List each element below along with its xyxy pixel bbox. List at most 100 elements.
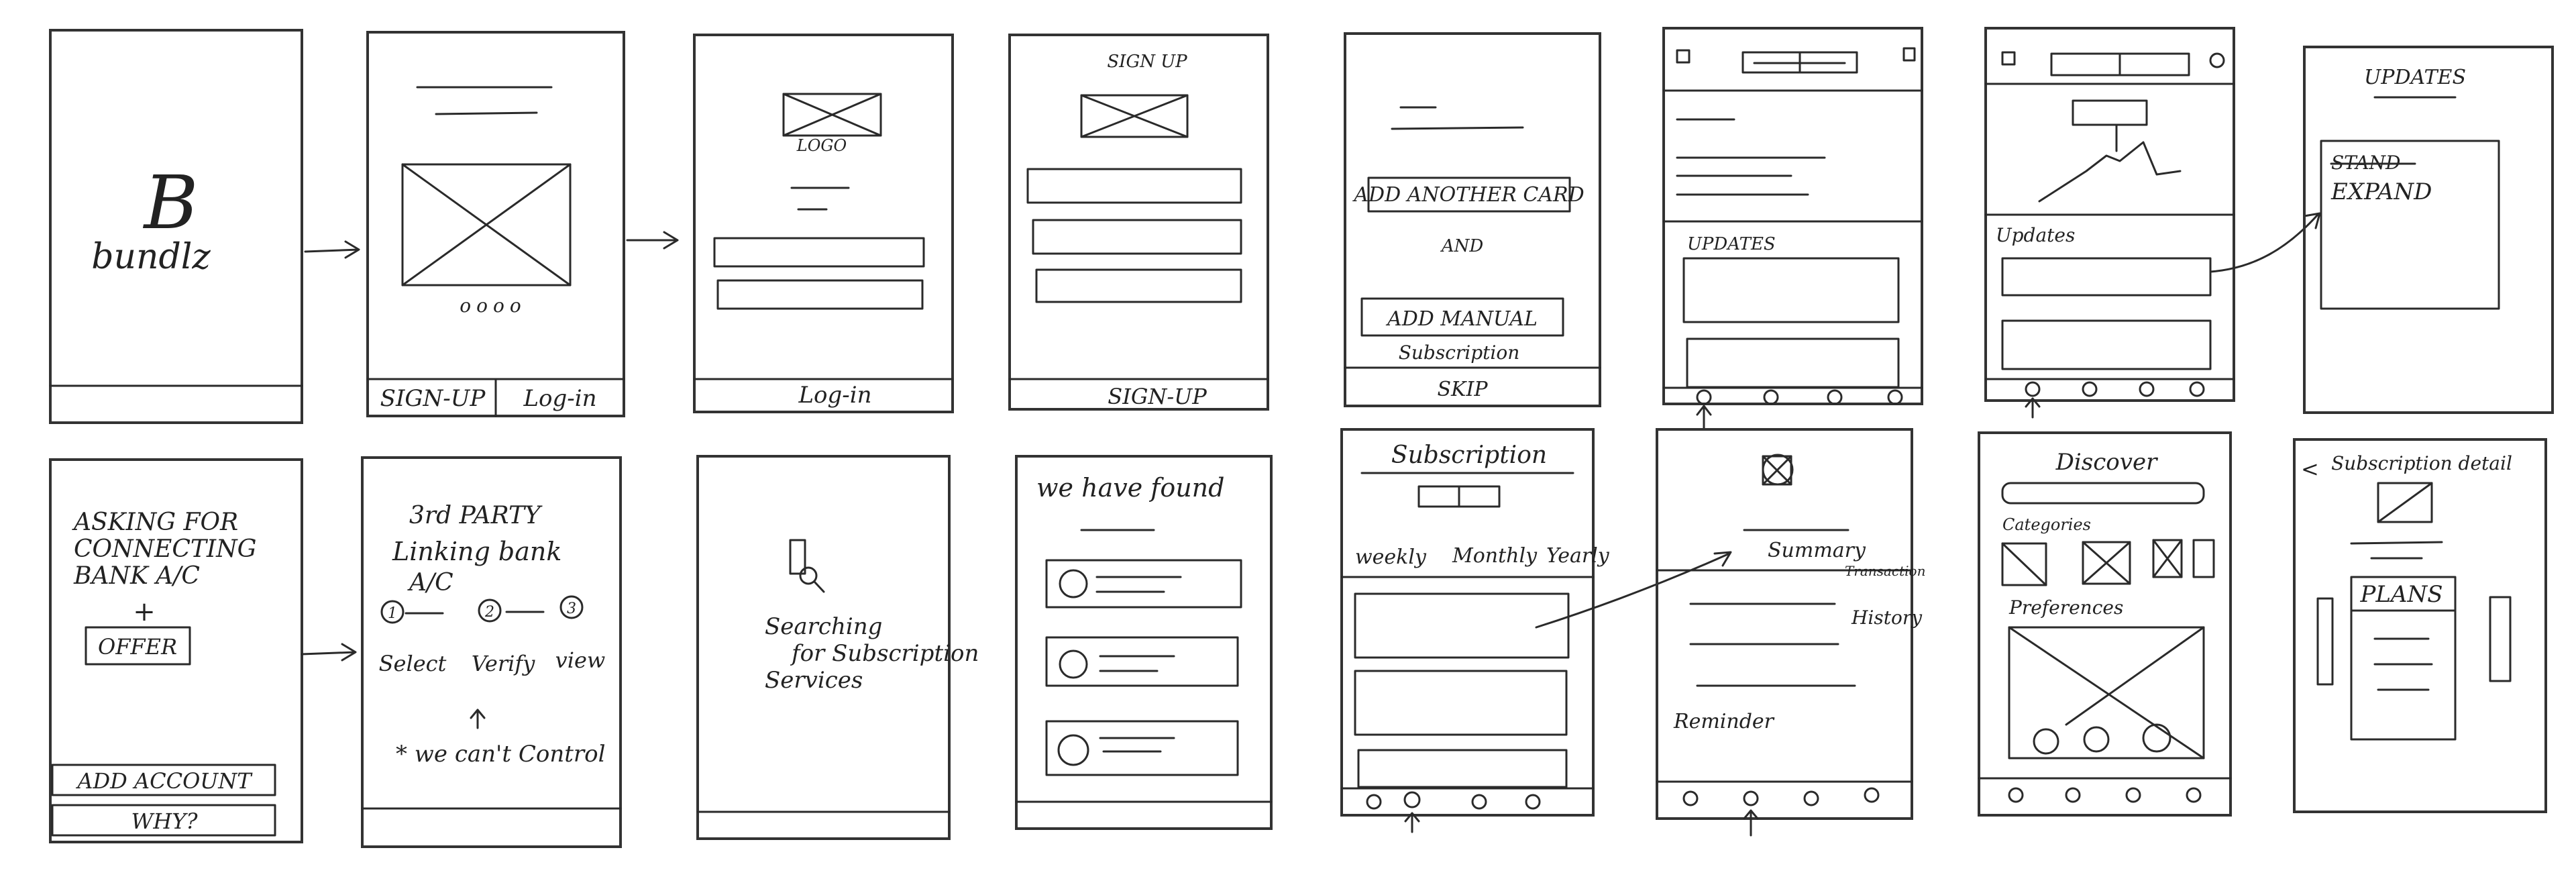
found-card-1[interactable] bbox=[1045, 559, 1242, 609]
tab-discover[interactable] bbox=[2125, 787, 2141, 803]
subscription-label: Subscription bbox=[1399, 342, 1520, 364]
tab-home[interactable] bbox=[1696, 389, 1712, 405]
screen-splash: B bundlz bbox=[49, 29, 303, 424]
add-another-card-button[interactable] bbox=[1367, 176, 1571, 213]
dislike-icon[interactable] bbox=[2033, 728, 2059, 755]
notification-icon[interactable] bbox=[1902, 47, 1916, 62]
transaction-label[interactable]: Transaction bbox=[1845, 563, 1925, 579]
tab-subscriptions[interactable] bbox=[1743, 790, 1759, 806]
screen-third-party: 3rd PARTY Linking bank A/C 1 2 3 Select … bbox=[361, 456, 622, 848]
step-1-circle bbox=[380, 600, 405, 624]
tab-4[interactable] bbox=[2189, 381, 2205, 397]
tab-home[interactable] bbox=[2008, 787, 2024, 803]
logo-placeholder bbox=[782, 93, 882, 137]
tab-4[interactable] bbox=[1887, 389, 1903, 405]
skip-button[interactable]: SKIP bbox=[1438, 378, 1489, 401]
screen-summary: Summary Transaction History Reminder bbox=[1656, 428, 1925, 837]
image-cross bbox=[1080, 94, 1189, 138]
update-card-2[interactable] bbox=[2001, 319, 2212, 370]
category-tile-4[interactable] bbox=[2192, 539, 2215, 578]
plan-card-left-peek[interactable] bbox=[2316, 597, 2334, 686]
subscription-card-3[interactable] bbox=[1357, 749, 1568, 788]
password-field[interactable] bbox=[716, 279, 924, 310]
category-tile-2[interactable] bbox=[2082, 541, 2131, 585]
menu-icon[interactable] bbox=[2001, 51, 2016, 66]
back-icon[interactable]: < bbox=[2301, 456, 2319, 482]
updates-heading: UPDATES bbox=[1687, 234, 1776, 254]
signup-bottom-button[interactable]: SIGN-UP bbox=[1108, 384, 1207, 409]
subscription-card-1[interactable] bbox=[1354, 592, 1570, 659]
tab-4[interactable] bbox=[2186, 787, 2202, 803]
username-field[interactable] bbox=[713, 237, 925, 268]
phone-frame bbox=[693, 34, 954, 413]
add-manual-button[interactable] bbox=[1360, 297, 1564, 337]
plan-card[interactable] bbox=[2350, 576, 2457, 741]
select-step[interactable]: Select bbox=[379, 651, 447, 676]
note-arrow bbox=[470, 709, 486, 729]
tab-home[interactable] bbox=[2025, 381, 2041, 397]
found-card-2[interactable] bbox=[1045, 636, 1239, 687]
tab-3[interactable] bbox=[1471, 794, 1487, 810]
login-button[interactable]: Log-in bbox=[523, 385, 596, 412]
search-input[interactable] bbox=[2001, 482, 2205, 505]
tab-home[interactable] bbox=[1366, 794, 1382, 810]
screen-signup: SIGN UP SIGN-UP bbox=[1008, 34, 1269, 411]
phone-frame bbox=[2293, 438, 2547, 813]
phone-frame bbox=[2303, 46, 2554, 414]
login-bottom-button[interactable]: Log-in bbox=[798, 382, 871, 409]
step-2-circle bbox=[478, 598, 502, 623]
profile-icon[interactable] bbox=[2209, 52, 2225, 68]
expanded-update-card[interactable] bbox=[2320, 140, 2500, 310]
phone-frame bbox=[1662, 27, 1923, 405]
signup-field-2[interactable] bbox=[1032, 219, 1242, 255]
save-icon[interactable] bbox=[2083, 726, 2110, 753]
found-card-3[interactable] bbox=[1045, 720, 1239, 776]
phone-frame bbox=[49, 29, 303, 424]
history-label[interactable]: History bbox=[1851, 607, 1923, 629]
add-account-button[interactable] bbox=[51, 764, 276, 796]
menu-icon[interactable] bbox=[1676, 49, 1690, 64]
like-icon[interactable] bbox=[2142, 723, 2171, 753]
pager-dots: oooo bbox=[460, 295, 526, 317]
tab-weekly[interactable]: weekly bbox=[1355, 545, 1427, 569]
signup-button[interactable]: SIGN-UP bbox=[380, 385, 486, 412]
offer-box[interactable] bbox=[85, 626, 191, 666]
phone-frame bbox=[696, 455, 951, 840]
update-card-1[interactable] bbox=[2001, 257, 2212, 297]
active-tab-arrow bbox=[2025, 397, 2041, 419]
subscription-card-2[interactable] bbox=[1354, 670, 1568, 736]
tab-3[interactable] bbox=[1827, 389, 1843, 405]
update-card-2[interactable] bbox=[1686, 337, 1900, 388]
tab-home[interactable] bbox=[1682, 790, 1699, 806]
screen-found: we have found bbox=[1015, 455, 1273, 830]
tab-subscriptions[interactable] bbox=[1403, 791, 1421, 808]
image-placeholder bbox=[1080, 94, 1189, 138]
why-button[interactable] bbox=[51, 804, 276, 837]
preference-card[interactable] bbox=[2008, 626, 2205, 760]
summary-label[interactable]: Summary bbox=[1768, 539, 1866, 562]
hero-image-placeholder bbox=[401, 163, 572, 286]
update-card-1[interactable] bbox=[1682, 257, 1900, 323]
tab-4[interactable] bbox=[1864, 787, 1880, 803]
category-tile-3[interactable] bbox=[2152, 539, 2183, 578]
tab-yearly[interactable]: Yearly bbox=[1546, 544, 1610, 568]
tab-monthly[interactable]: Monthly bbox=[1452, 544, 1538, 568]
tab-3[interactable] bbox=[2139, 381, 2155, 397]
connect-line-1: ASKING FOR bbox=[72, 509, 238, 536]
phone-search-icon bbox=[789, 539, 806, 575]
signup-field-3[interactable] bbox=[1035, 268, 1242, 303]
tab-2[interactable] bbox=[2082, 381, 2098, 397]
screen-subscription-list: Subscription weekly Monthly Yearly bbox=[1340, 428, 1610, 833]
signup-field-1[interactable] bbox=[1026, 168, 1242, 204]
arrow-card-to-summary bbox=[1535, 551, 1732, 629]
tab-4[interactable] bbox=[1525, 794, 1541, 810]
plan-card-right-peek[interactable] bbox=[2489, 596, 2512, 682]
reminder-label[interactable]: Reminder bbox=[1673, 710, 1775, 733]
tab-2[interactable] bbox=[1763, 389, 1779, 405]
tab-2[interactable] bbox=[2065, 787, 2081, 803]
category-tile-1[interactable] bbox=[2001, 542, 2047, 586]
image-cross bbox=[2377, 482, 2433, 523]
view-step[interactable]: view bbox=[555, 647, 606, 673]
verify-step[interactable]: Verify bbox=[472, 651, 535, 676]
tab-3[interactable] bbox=[1803, 790, 1819, 806]
